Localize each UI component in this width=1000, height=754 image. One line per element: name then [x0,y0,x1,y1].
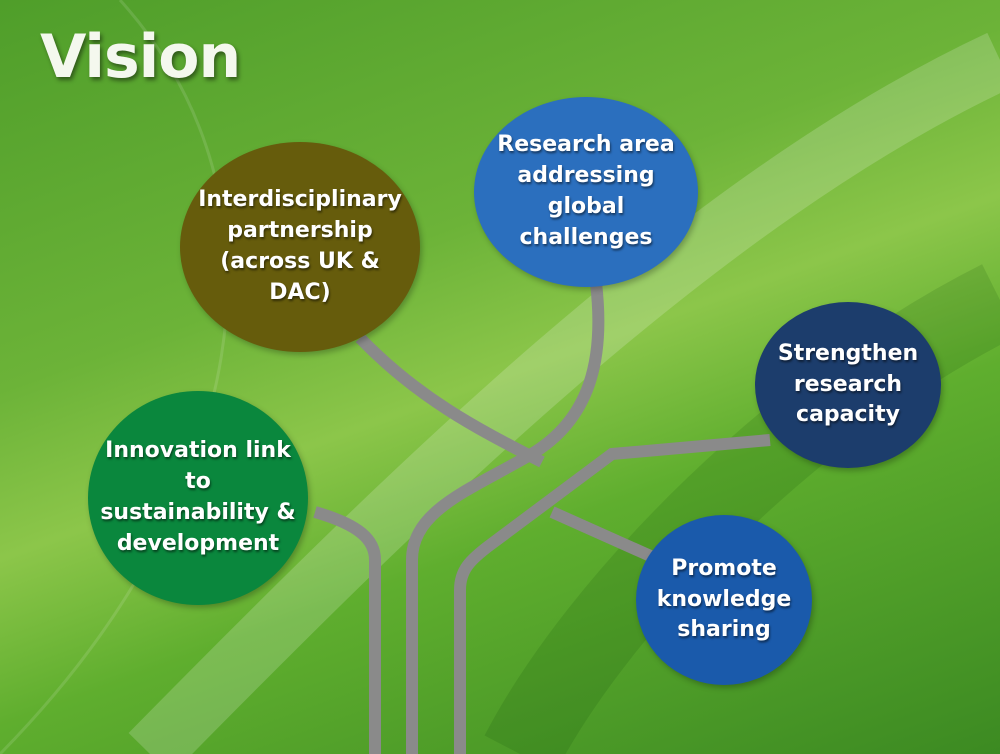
line-promote [549,506,658,564]
node-interdisciplinary: Interdisciplinary partnership (across UK… [180,142,420,352]
node-promote: Promote knowledge sharing [636,515,812,685]
node-label: Research area addressing global challeng… [497,132,675,250]
node-label: Interdisciplinary partnership (across UK… [198,187,402,305]
node-research-area: Research area addressing global challeng… [474,97,698,287]
line-strengthen [454,434,771,754]
slide-title: Vision [40,22,241,92]
node-label: Innovation link to sustainability & deve… [100,438,296,556]
node-strengthen: Strengthen research capacity [755,302,941,468]
line-innovation [313,506,381,754]
node-innovation: Innovation link to sustainability & deve… [88,391,308,605]
node-label: Promote knowledge sharing [656,555,792,643]
line-interdisciplinary [355,333,545,468]
node-label: Strengthen research capacity [777,340,919,428]
